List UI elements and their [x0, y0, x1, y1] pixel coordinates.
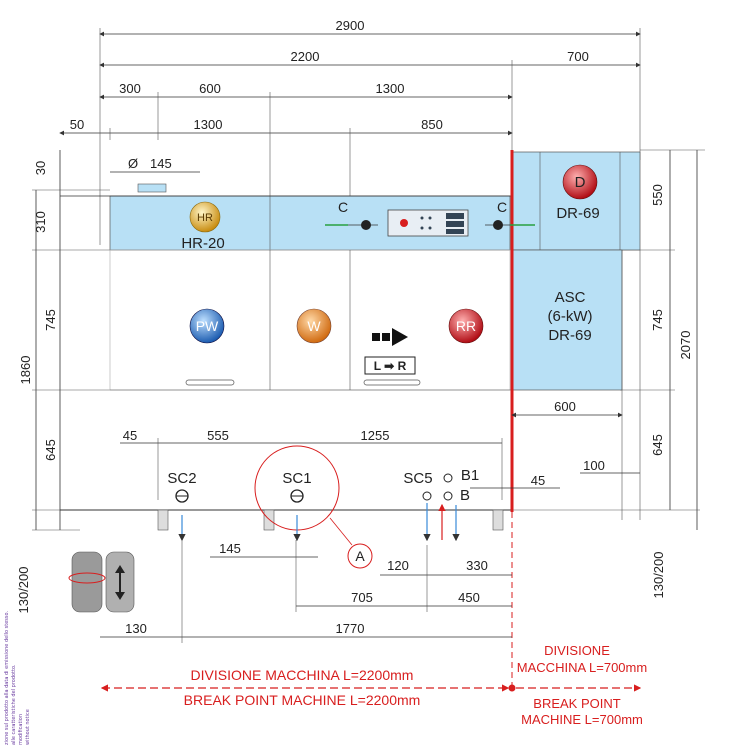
d-badge-icon [562, 164, 598, 200]
dim-330: 330 [466, 558, 488, 573]
dim-1770: 1770 [336, 621, 365, 636]
dim-705: 705 [351, 590, 373, 605]
direction-arrow-icon [372, 328, 408, 346]
bottom-dimension-chains [100, 540, 512, 643]
side-disclaimer: zione sul prodotto alla data di emission… [4, 611, 31, 745]
dim-145-lower: 145 [219, 541, 241, 556]
control-panel [387, 209, 469, 237]
label-sc2: SC2 [167, 470, 196, 487]
lower-dimensions [120, 250, 641, 520]
dim-1300-top: 1300 [376, 81, 405, 96]
label-b1: B1 [461, 467, 479, 484]
break-point-right-en-2: MACHINE L=700mm [521, 712, 643, 727]
dim-145-outlet: 145 [150, 156, 172, 171]
dim-45-right: 45 [531, 473, 545, 488]
detail-a-callout [347, 543, 373, 569]
side-note-line2: alle caratteristiche del prodotto. [11, 664, 17, 745]
rr-badge-icon [448, 308, 484, 344]
machine-body [60, 151, 641, 531]
dim-645-right: 645 [650, 434, 665, 456]
dim-745-left: 745 [43, 309, 58, 331]
dim-1255: 1255 [361, 428, 390, 443]
dim-850: 850 [421, 117, 443, 132]
dim-50: 50 [70, 117, 84, 132]
dim-100: 100 [583, 458, 605, 473]
dim-700: 700 [567, 49, 589, 64]
label-c-left: C [338, 199, 348, 215]
dim-550: 550 [650, 184, 665, 206]
b-port-icon [443, 491, 453, 501]
dim-130: 130 [125, 621, 147, 636]
dim-745-right: 745 [650, 309, 665, 331]
asc-label-line3: DR-69 [548, 327, 591, 344]
dim-645-left: 645 [43, 439, 58, 461]
dim-1300-second: 1300 [194, 117, 223, 132]
dim-450: 450 [458, 590, 480, 605]
direction-plate [364, 356, 416, 375]
connection-c-right [485, 220, 535, 230]
dim-30: 30 [33, 161, 48, 175]
dim-120: 120 [387, 558, 409, 573]
side-note-line3: modification [18, 714, 24, 745]
pw-badge-text: PW [196, 318, 219, 334]
dim-2200: 2200 [291, 49, 320, 64]
label-sc5: SC5 [403, 470, 432, 487]
hr-model: HR-20 [181, 235, 224, 252]
dim-600-top: 600 [199, 81, 221, 96]
label-sc1: SC1 [282, 470, 311, 487]
hr-badge-text: HR [197, 212, 213, 224]
break-point-marker [508, 684, 516, 692]
w-badge-text: W [307, 318, 321, 334]
right-dimension-chains [512, 149, 705, 530]
break-point-left-it: DIVISIONE MACCHINA L=2200mm [191, 667, 414, 683]
dim-45-left: 45 [123, 428, 137, 443]
break-point-right-it-1: DIVISIONE [544, 643, 610, 658]
dim-2900: 2900 [336, 18, 365, 33]
left-dimension-chains [32, 150, 110, 531]
asc-label-line1: ASC [555, 289, 586, 306]
b1-port-icon [443, 473, 453, 483]
dim-2070: 2070 [678, 331, 693, 360]
break-point-right-en-1: BREAK POINT [533, 696, 620, 711]
adjustable-foot-illustration [68, 551, 135, 613]
dim-130-200-left: 130/200 [16, 567, 31, 614]
break-point-right-it-2: MACCHINA L=700mm [517, 660, 647, 675]
direction-text: L ➡ R [374, 359, 407, 373]
side-note-line4: without notice [25, 709, 31, 745]
dim-1860: 1860 [18, 356, 33, 385]
break-point-left-en: BREAK POINT MACHINE L=2200mm [184, 692, 421, 708]
connection-c-left [325, 220, 378, 230]
dim-310: 310 [33, 211, 48, 233]
sc5-port-icon [422, 491, 432, 501]
label-detail-a: A [355, 548, 365, 564]
dim-600-right: 600 [554, 399, 576, 414]
label-c-right: C [497, 199, 507, 215]
rr-badge-text: RR [456, 318, 476, 334]
dim-555: 555 [207, 428, 229, 443]
dim-130-200-right: 130/200 [651, 552, 666, 599]
top-dimension-chains [59, 28, 641, 245]
asc-label-line2: (6-kW) [548, 308, 593, 325]
d-badge-text: D [575, 174, 586, 191]
dim-300: 300 [119, 81, 141, 96]
w-badge-icon [296, 308, 332, 344]
dim-diameter-symbol: Ø [128, 156, 138, 171]
d-model: DR-69 [556, 205, 599, 222]
pw-badge-icon [189, 308, 225, 344]
hr-badge-icon [189, 201, 221, 233]
side-note-line1: zione sul prodotto alla data di emission… [4, 611, 10, 745]
label-b: B [460, 487, 470, 504]
